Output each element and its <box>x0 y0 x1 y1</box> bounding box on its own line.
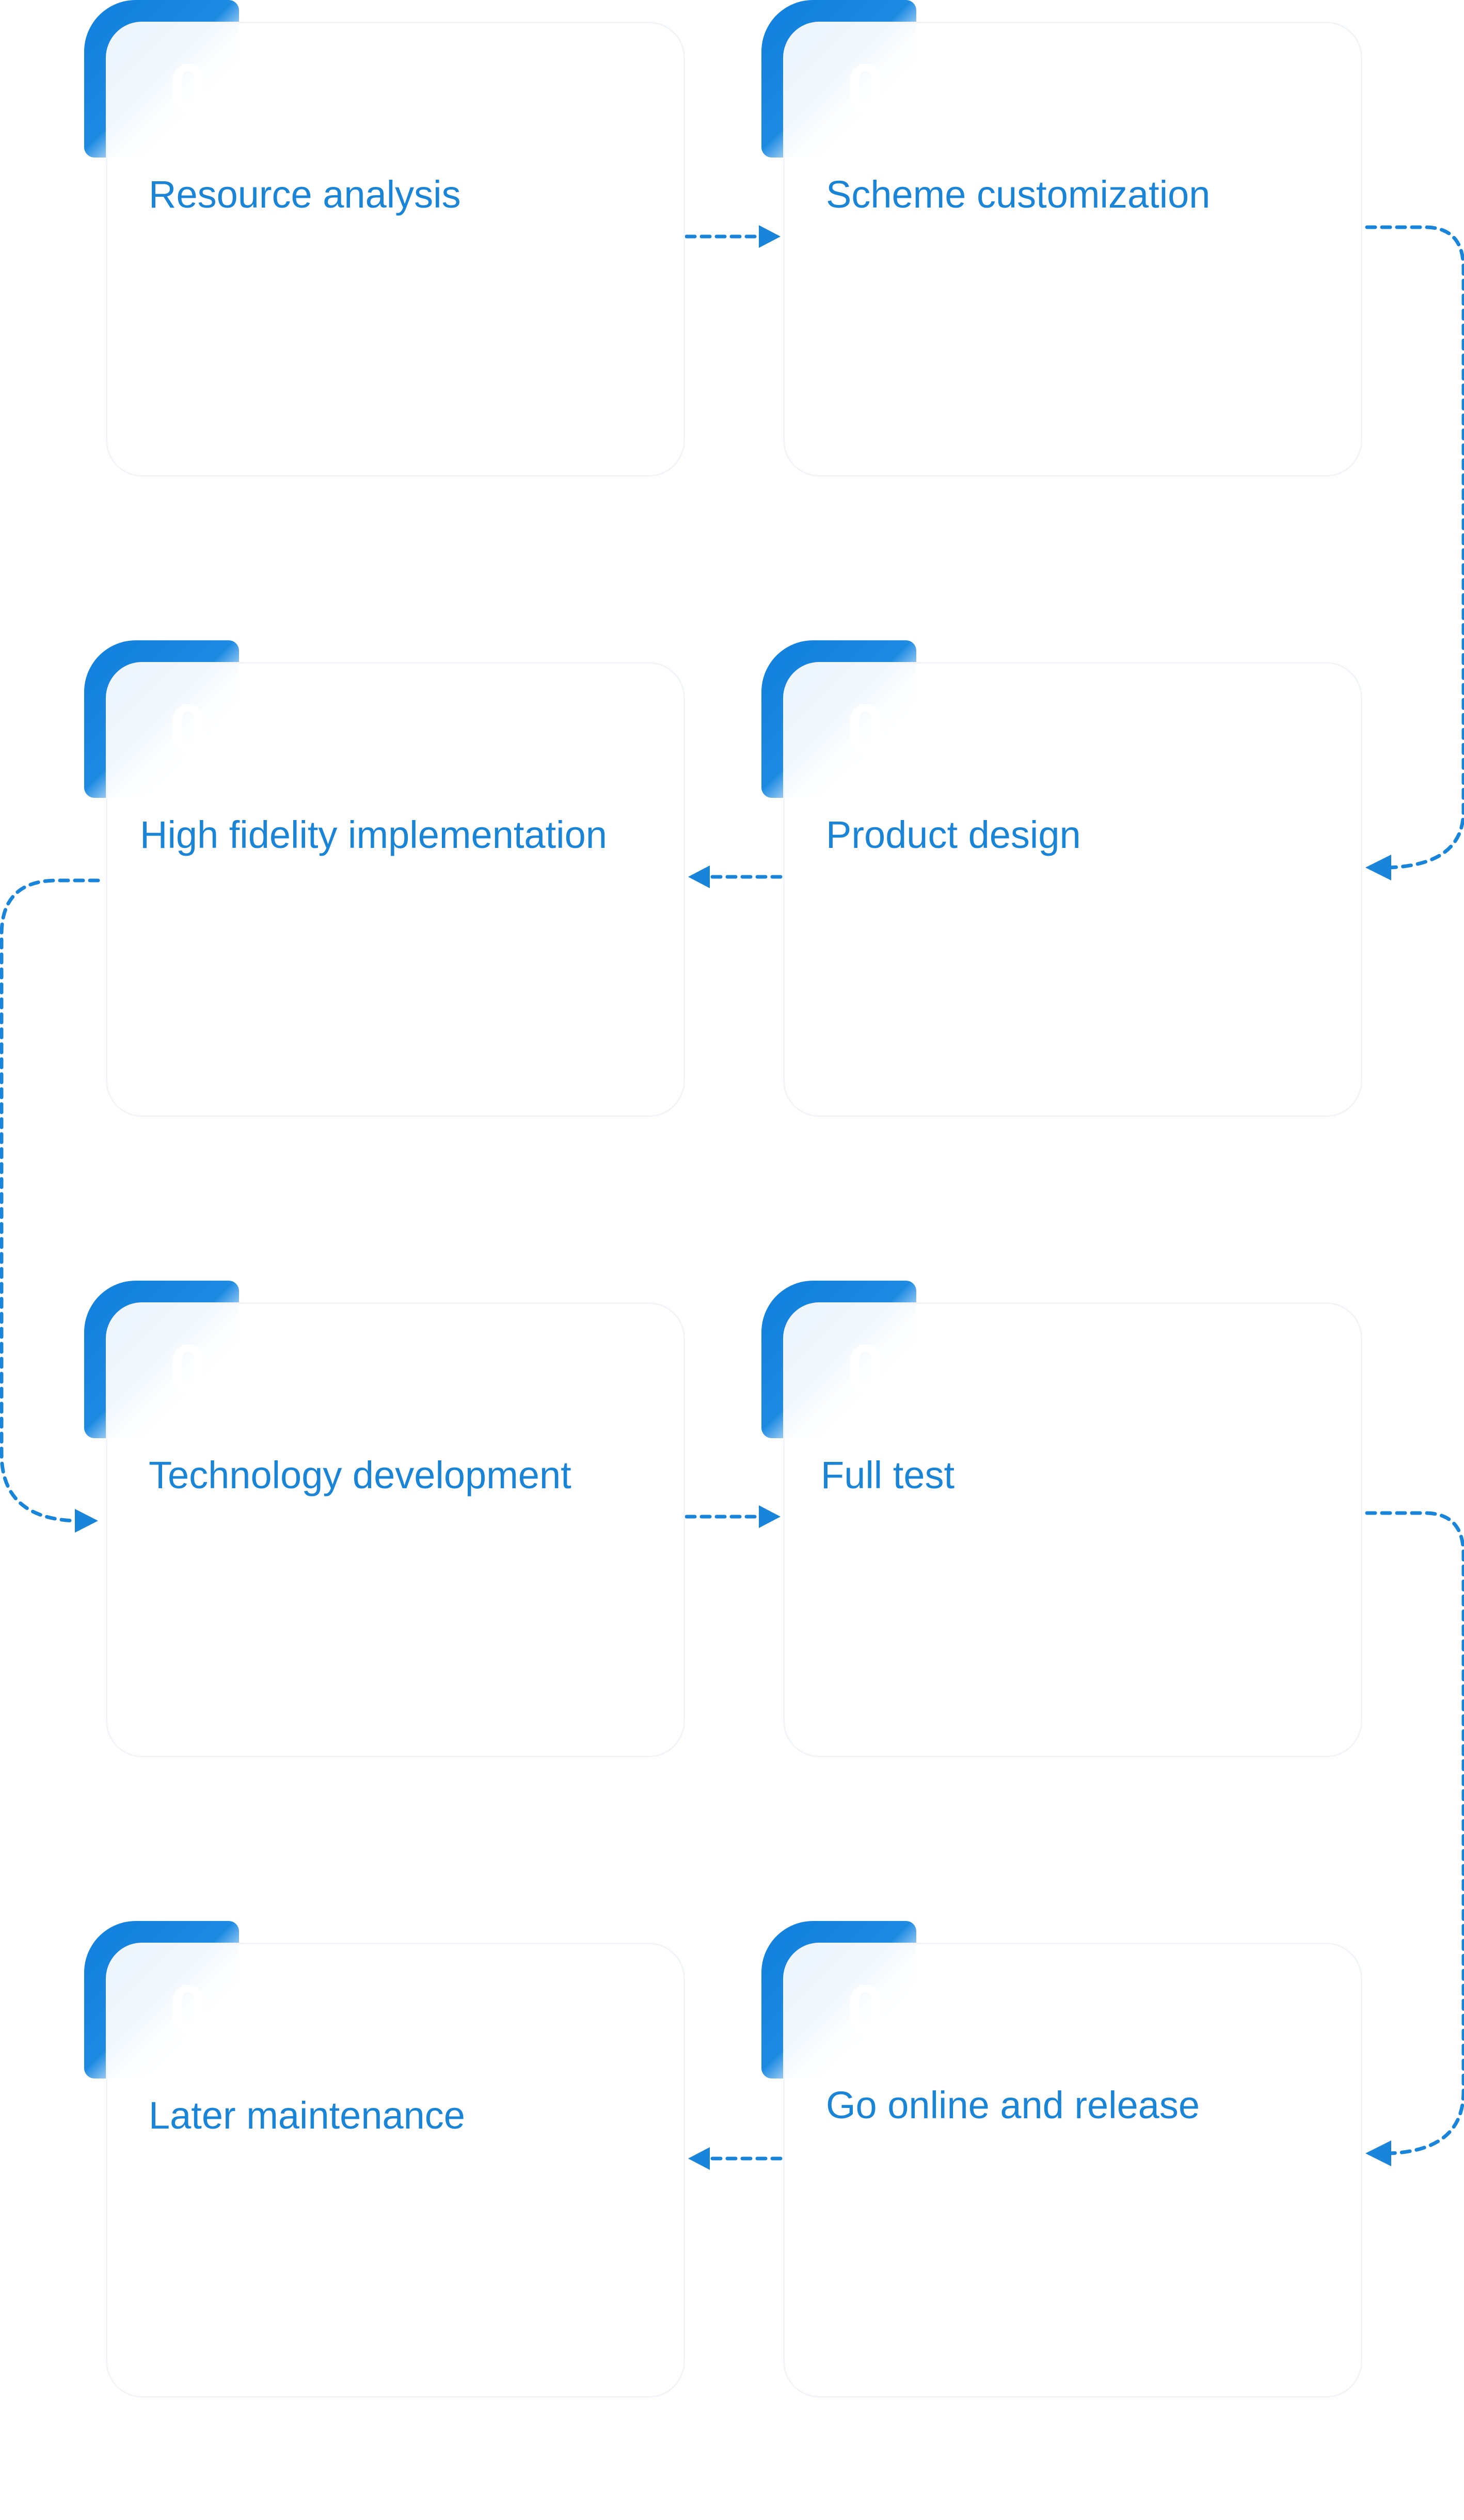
step-card-body <box>106 22 685 477</box>
step-card-body <box>106 662 685 1117</box>
step-label: Resource analysis <box>149 173 461 216</box>
step-number: 06 <box>847 1331 927 1407</box>
step-number: 07 <box>847 1971 927 2047</box>
step-number: 04 <box>169 690 249 766</box>
step-card-scheme-customization: 02 Scheme customization <box>761 0 1362 477</box>
arrow-left-icon <box>688 2147 783 2170</box>
step-card-high-fidelity-implementation: 04 High fidelity implementation <box>84 640 685 1117</box>
curved-arrow-down-icon <box>1365 1511 1464 2166</box>
step-number: 08 <box>169 1971 249 2047</box>
step-card-body <box>783 1943 1362 2398</box>
step-number: 02 <box>847 50 927 126</box>
step-label: Technology development <box>149 1454 571 1497</box>
curved-arrow-down-icon <box>1365 225 1464 880</box>
step-label: Full test <box>821 1454 955 1497</box>
step-card-body <box>783 22 1362 477</box>
step-card-body <box>783 1302 1362 1757</box>
arrow-right-icon <box>685 1505 781 1528</box>
step-card-resource-analysis: 01 Resource analysis <box>84 0 685 477</box>
step-number: 03 <box>847 690 927 766</box>
step-number: 01 <box>169 50 249 126</box>
step-card-go-online-and-release: 07 Go online and release <box>761 1921 1362 2398</box>
curved-arrow-down-icon <box>0 878 100 1533</box>
step-label: High fidelity implementation <box>140 813 607 856</box>
step-label: Product design <box>826 813 1081 856</box>
step-card-technology-development: 05 Technology development <box>84 1281 685 1757</box>
step-label: Go online and release <box>826 2084 1200 2127</box>
step-card-later-maintenance: 08 Later maintenance <box>84 1921 685 2398</box>
step-card-body <box>783 662 1362 1117</box>
arrow-left-icon <box>688 865 783 888</box>
step-number: 05 <box>169 1331 249 1407</box>
step-card-body <box>106 1302 685 1757</box>
step-label: Scheme customization <box>826 173 1211 216</box>
arrow-right-icon <box>685 225 781 248</box>
step-card-full-test: 06 Full test <box>761 1281 1362 1757</box>
step-label: Later maintenance <box>149 2094 465 2137</box>
step-card-product-design: 03 Product design <box>761 640 1362 1117</box>
step-card-body <box>106 1943 685 2398</box>
